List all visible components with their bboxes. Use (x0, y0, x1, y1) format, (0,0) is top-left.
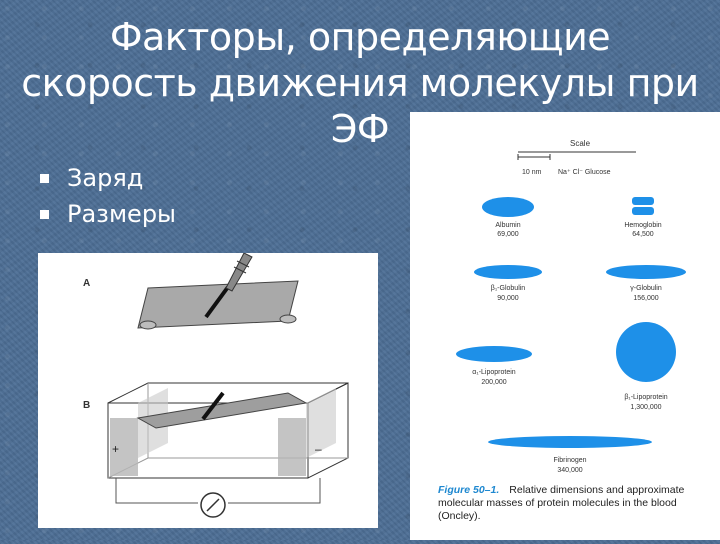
fibrinogen-name: Fibrinogen (553, 457, 586, 464)
alpha-lipoprotein-name: α₁-Lipoprotein (472, 369, 515, 376)
paper-strip (137, 280, 299, 329)
slide-title: Факторы, определяющие скорость движения … (20, 14, 700, 152)
plus-sign: + (112, 442, 119, 456)
label-b: B (83, 400, 90, 411)
gamma-globulin-shape (606, 265, 686, 279)
fibrinogen-mass: 340,000 (557, 467, 582, 474)
figure-caption: Figure 50–1.Relative dimensions and appr… (438, 484, 718, 523)
strip-roll-right (279, 314, 297, 324)
alpha-lipoprotein-mass: 200,000 (481, 379, 506, 386)
albumin-shape (482, 197, 534, 217)
square-bullet-icon (40, 209, 49, 219)
electrophoresis-illustration: A B + – (83, 252, 349, 518)
bullet-text-size: Размеры (67, 200, 176, 228)
buffer-right (278, 418, 306, 476)
bullet-item: Заряд (40, 160, 176, 196)
wire-left (115, 478, 198, 504)
scale-10nm: 10 nm (522, 169, 542, 176)
electrophoresis-figure: A B + – (38, 252, 378, 528)
protein-shapes-illustration: Scale 10 nm Na⁺ Cl⁻ Glucose Albumin 69,0… (456, 139, 686, 474)
wire-right (228, 478, 321, 504)
gamma-globulin-name: γ-Globulin (630, 285, 662, 292)
figure-number: Figure 50–1. (438, 484, 500, 496)
scale-ions: Na⁺ Cl⁻ Glucose (558, 169, 611, 176)
sample-band-a (204, 285, 230, 319)
label-a: A (83, 278, 90, 289)
hemoglobin-mass: 64,500 (632, 231, 654, 238)
minus-sign: – (315, 442, 322, 456)
protein-dimensions-figure: Scale 10 nm Na⁺ Cl⁻ Glucose Albumin 69,0… (410, 112, 720, 540)
bullet-list: Заряд Размеры (40, 160, 176, 232)
strip-in-tank (136, 392, 308, 429)
albumin-mass: 69,000 (497, 231, 519, 238)
sample-band-b (201, 391, 225, 421)
beta-lipoprotein-name: β₁-Lipoprotein (624, 394, 667, 401)
beta-lipoprotein-shape (616, 322, 676, 382)
title-line-2: скорость движения молекулы при (21, 61, 699, 105)
beta-globulin-shape (474, 265, 542, 279)
beta-globulin-name: β₁-Globulin (491, 285, 526, 292)
alpha-lipoprotein-shape (456, 346, 532, 362)
scale-title: Scale (570, 139, 591, 148)
hemoglobin-shape (632, 197, 654, 215)
square-bullet-icon (40, 173, 49, 183)
bullet-item: Размеры (40, 196, 176, 232)
gamma-globulin-mass: 156,000 (633, 295, 658, 302)
hemoglobin-name: Hemoglobin (624, 222, 661, 229)
beta-globulin-mass: 90,000 (497, 295, 519, 302)
strip-roll-left (139, 320, 157, 330)
beta-lipoprotein-mass: 1,300,000 (630, 404, 661, 411)
buffer-left (110, 418, 138, 476)
bullet-text-charge: Заряд (67, 164, 144, 192)
caption-text: Relative dimensions and approximate mole… (438, 484, 685, 522)
pipette (225, 252, 253, 292)
title-line-1: Факторы, определяющие (109, 15, 611, 59)
title-line-3: ЭФ (330, 107, 390, 151)
albumin-name: Albumin (495, 222, 520, 229)
fibrinogen-shape (488, 436, 652, 448)
